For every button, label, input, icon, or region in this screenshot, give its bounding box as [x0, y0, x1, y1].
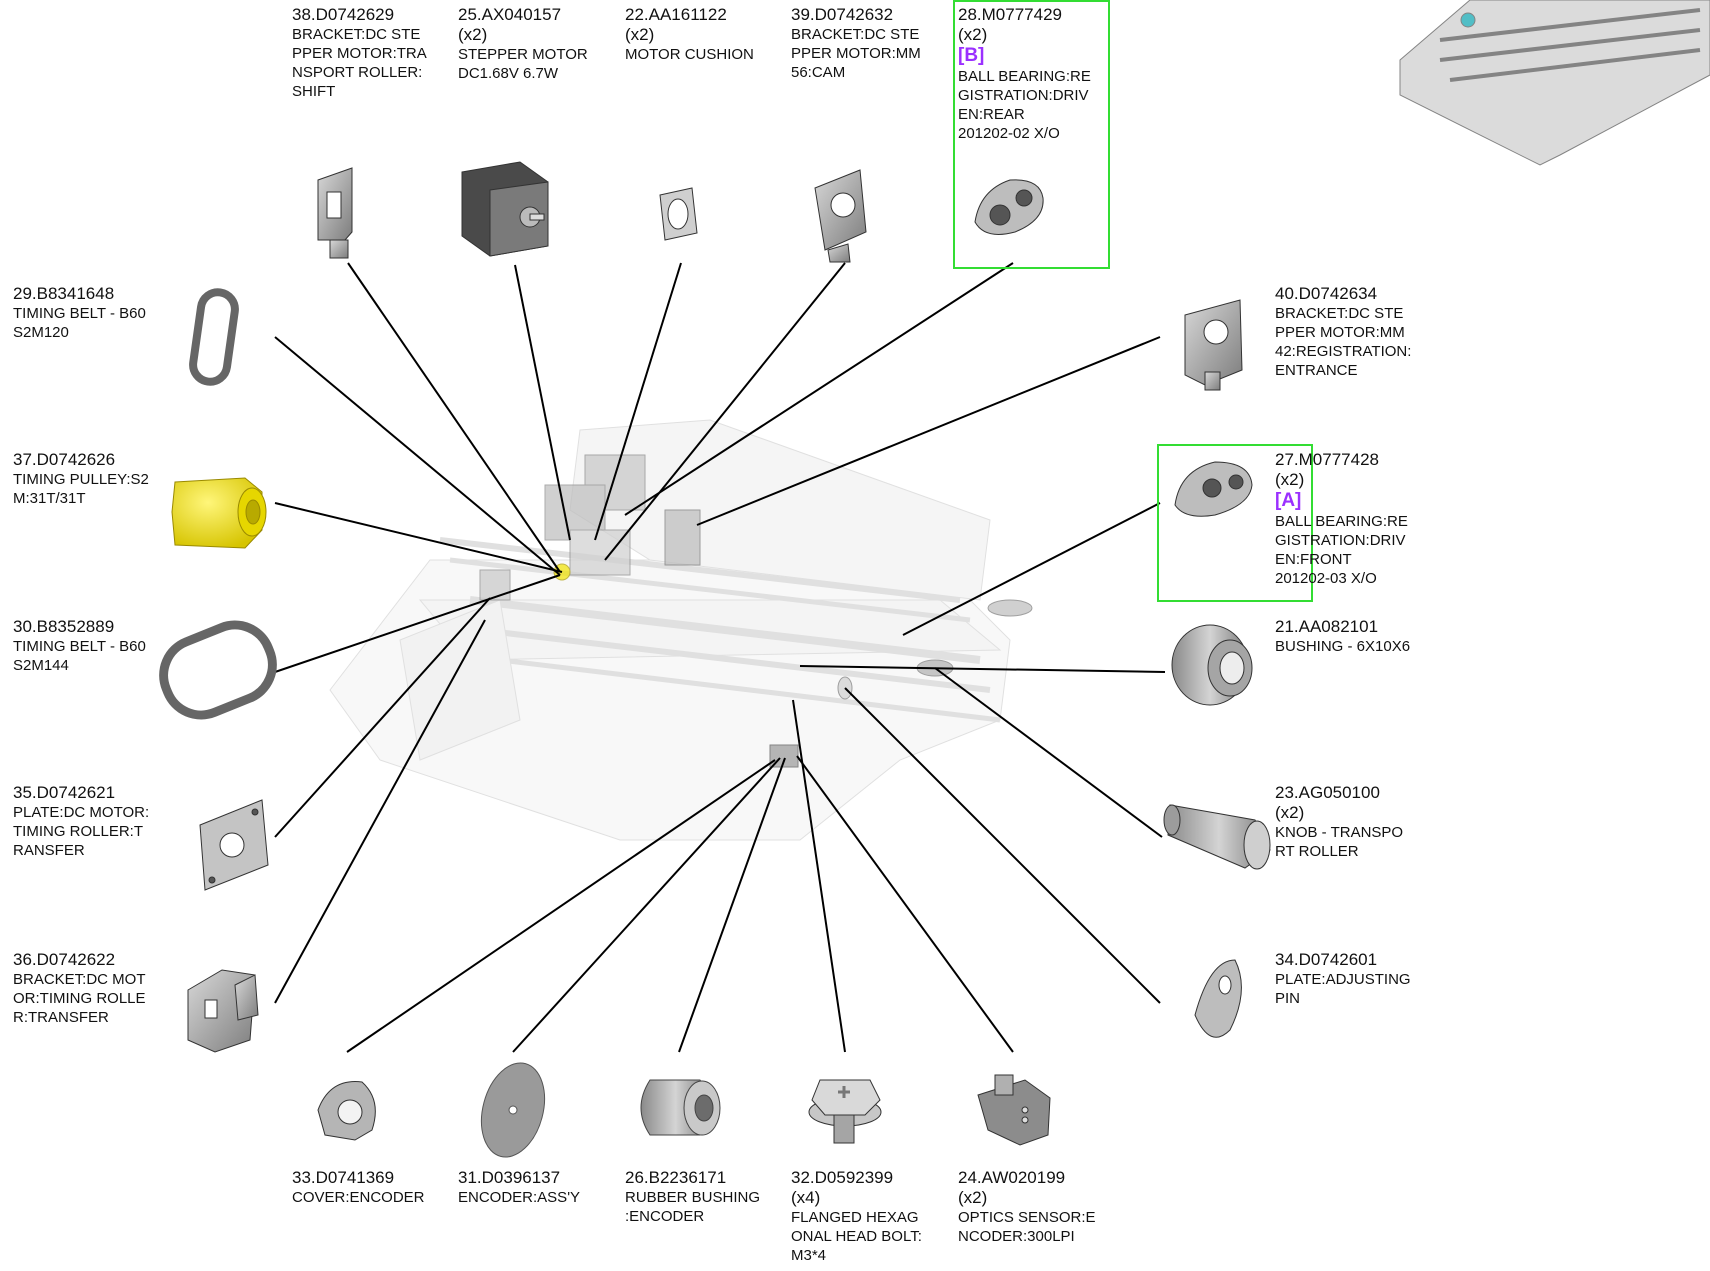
part-description: BALL BEARING:RE GISTRATION:DRIV EN:REAR … [958, 68, 1091, 142]
part-quantity: (x2) [1275, 803, 1305, 822]
callout-part-23: 23.AG050100 (x2) KNOB - TRANSPO RT ROLLE… [1275, 783, 1445, 861]
part-description: FLANGED HEXAG ONAL HEAD BOLT: M3*4 [791, 1209, 922, 1264]
callout-part-28: 28.M0777429 (x2) [B] BALL BEARING:RE GIS… [958, 5, 1128, 143]
part-number: 23.AG050100 [1275, 783, 1380, 802]
part-22-motor-cushion-icon [659, 187, 698, 241]
part-38-bracket-icon [317, 167, 353, 259]
highlight-box-part-28 [953, 0, 1110, 269]
part-number: 34.D0742601 [1275, 950, 1378, 969]
part-description: BRACKET:DC MOT OR:TIMING ROLLE R:TRANSFE… [13, 971, 146, 1026]
callout-part-30: 30.B8352889 TIMING BELT - B60 S2M144 [13, 617, 183, 675]
part-quantity: (x2) [625, 25, 655, 44]
part-number: 24.AW020199 [958, 1168, 1066, 1187]
part-number: 36.D0742622 [13, 950, 116, 969]
part-26-rubber-bushing-icon [640, 1079, 721, 1136]
part-number: 35.D0742621 [13, 783, 116, 802]
part-description: OPTICS SENSOR:E NCODER:300LPI [958, 1209, 1096, 1245]
part-number: 38.D0742629 [292, 5, 395, 24]
part-description: COVER:ENCODER [292, 1189, 425, 1206]
part-description: PLATE:ADJUSTING PIN [1275, 971, 1411, 1007]
callout-part-34: 34.D0742601 PLATE:ADJUSTING PIN [1275, 950, 1445, 1008]
part-description: MOTOR CUSHION [625, 46, 754, 63]
part-number: 40.D0742634 [1275, 284, 1378, 303]
reference-label-a: [A] [1275, 490, 1302, 511]
part-21-bushing-icon [1171, 624, 1253, 706]
callout-part-35: 35.D0742621 PLATE:DC MOTOR: TIMING ROLLE… [13, 783, 183, 860]
callout-part-22: 22.AA161122 (x2) MOTOR CUSHION [625, 5, 795, 64]
part-25-stepper-motor-icon [461, 161, 549, 257]
part-39-bracket-icon [814, 169, 867, 263]
part-quantity: (x2) [1275, 470, 1305, 489]
part-33-encoder-cover-icon [317, 1081, 376, 1141]
part-34-plate-icon [1194, 959, 1242, 1038]
part-number: 30.B8352889 [13, 617, 115, 636]
part-description: ENCODER:ASS'Y [458, 1189, 581, 1206]
part-number: 25.AX040157 [458, 5, 562, 24]
callout-part-37: 37.D0742626 TIMING PULLEY:S2 M:31T/31T [13, 450, 183, 508]
part-29-timing-belt-icon [189, 288, 239, 386]
part-number: 31.D0396137 [458, 1168, 561, 1187]
callout-part-24: 24.AW020199 (x2) OPTICS SENSOR:E NCODER:… [958, 1168, 1128, 1246]
part-description: BUSHING - 6X10X6 [1275, 638, 1411, 655]
part-number: 32.D0592399 [791, 1168, 894, 1187]
part-quantity: (x4) [791, 1188, 821, 1207]
main-assembly-motors [479, 454, 1033, 768]
overview-thumbnail [1399, 0, 1710, 166]
part-number: 33.D0741369 [292, 1168, 395, 1187]
highlight-box-part-27 [1157, 444, 1313, 602]
part-quantity: (x2) [958, 25, 988, 44]
callout-part-33: 33.D0741369 COVER:ENCODER [292, 1168, 462, 1207]
callout-part-25: 25.AX040157 (x2) STEPPER MOTOR DC1.68V 6… [458, 5, 628, 83]
part-description: TIMING BELT - B60 S2M144 [13, 638, 146, 674]
part-28-bearing-icon [974, 179, 1044, 235]
part-40-bracket-icon [1184, 299, 1243, 391]
callout-part-27: 27.M0777428 (x2) [A] BALL BEARING:RE GIS… [1275, 450, 1445, 588]
part-description: BRACKET:DC STE PPER MOTOR:MM 56:CAM [791, 26, 921, 81]
part-number: 29.B8341648 [13, 284, 115, 303]
part-number: 28.M0777429 [958, 5, 1062, 24]
callout-part-36: 36.D0742622 BRACKET:DC MOT OR:TIMING ROL… [13, 950, 183, 1027]
callout-part-38: 38.D0742629 BRACKET:DC STE PPER MOTOR:TR… [292, 5, 462, 101]
part-number: 27.M0777428 [1275, 450, 1379, 469]
part-30-timing-belt-icon [159, 620, 277, 720]
part-24-optics-sensor-icon [977, 1074, 1051, 1146]
part-35-plate-icon [199, 799, 269, 891]
part-32-hex-bolt-icon [808, 1079, 882, 1144]
callout-part-31: 31.D0396137 ENCODER:ASS'Y [458, 1168, 628, 1207]
part-description: TIMING PULLEY:S2 M:31T/31T [13, 471, 149, 507]
part-description: BALL BEARING:RE GISTRATION:DRIV EN:FRONT… [1275, 513, 1408, 587]
part-quantity: (x2) [458, 25, 488, 44]
callout-part-32: 32.D0592399 (x4) FLANGED HEXAG ONAL HEAD… [791, 1168, 961, 1265]
part-number: 21.AA082101 [1275, 617, 1379, 636]
part-description: PLATE:DC MOTOR: TIMING ROLLER:T RANSFER [13, 804, 150, 859]
part-description: RUBBER BUSHING :ENCODER [625, 1189, 761, 1225]
leader-lines [274, 262, 1166, 1053]
part-quantity: (x2) [958, 1188, 988, 1207]
part-23-knob-icon [1163, 804, 1271, 870]
part-37-pulley-icon [171, 477, 267, 549]
part-number: 37.D0742626 [13, 450, 116, 469]
part-description: BRACKET:DC STE PPER MOTOR:MM 42:REGISTRA… [1275, 305, 1412, 379]
main-assembly [329, 419, 1011, 841]
part-description: STEPPER MOTOR DC1.68V 6.7W [458, 46, 588, 82]
reference-label-b: [B] [958, 45, 985, 66]
part-description: BRACKET:DC STE PPER MOTOR:TRA NSPORT ROL… [292, 26, 427, 100]
callout-part-40: 40.D0742634 BRACKET:DC STE PPER MOTOR:MM… [1275, 284, 1445, 380]
callout-part-29: 29.B8341648 TIMING BELT - B60 S2M120 [13, 284, 183, 342]
part-number: 22.AA161122 [625, 5, 727, 24]
part-description: TIMING BELT - B60 S2M120 [13, 305, 146, 341]
part-36-bracket-icon [187, 969, 259, 1053]
callout-part-39: 39.D0742632 BRACKET:DC STE PPER MOTOR:MM… [791, 5, 961, 82]
part-number: 39.D0742632 [791, 5, 894, 24]
part-31-encoder-disc-icon [480, 1062, 546, 1158]
part-27-bearing-icon [1174, 461, 1253, 517]
callout-part-26: 26.B2236171 RUBBER BUSHING :ENCODER [625, 1168, 795, 1226]
part-number: 26.B2236171 [625, 1168, 727, 1187]
callout-part-21: 21.AA082101 BUSHING - 6X10X6 [1275, 617, 1445, 656]
part-description: KNOB - TRANSPO RT ROLLER [1275, 824, 1404, 860]
